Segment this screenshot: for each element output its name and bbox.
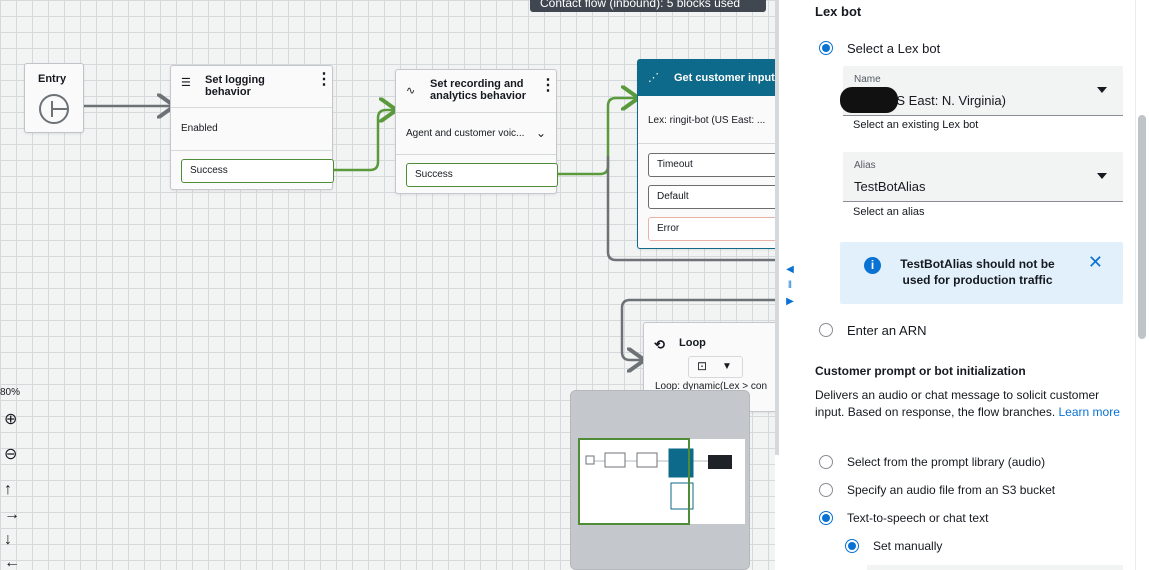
redacted-bot-name — [840, 87, 898, 113]
prompt-text-field[interactable] — [867, 565, 1123, 570]
alias-info-alert: i TestBotAlias should not be used for pr… — [840, 242, 1123, 304]
canvas-navigation-controls: 80% ⊕ ⊖ ↑ → ↓ ← — [0, 385, 30, 570]
scrollbar-thumb[interactable] — [1138, 115, 1146, 339]
logging-success-branch[interactable]: Success — [181, 159, 334, 183]
loop-value: Loop: dynamic(Lex > con — [655, 381, 768, 392]
logging-value: Enabled — [181, 123, 218, 134]
drag-handle-icon[interactable]: ‖ — [787, 280, 793, 291]
alert-message: TestBotAlias should not be used for prod… — [900, 257, 1055, 287]
radio-selected-icon — [819, 511, 833, 525]
set-manually-radio[interactable]: Set manually — [845, 537, 942, 555]
s3-bucket-radio[interactable]: Specify an audio file from an S3 bucket — [819, 481, 1055, 499]
alias-caption: Alias — [854, 160, 876, 171]
waveform-icon: ∿ — [406, 85, 416, 97]
lex-bot-alias-select[interactable]: Alias TestBotAlias — [843, 152, 1123, 202]
lex-bot-alias-helper: Select an alias — [853, 206, 925, 218]
set-logging-behavior-block[interactable]: ☰ Set logging behavior ⋮ Enabled Success — [170, 65, 334, 190]
close-icon[interactable]: ✕ — [1087, 252, 1103, 272]
logging-block-title: Set logging behavior — [205, 74, 265, 98]
set-recording-analytics-block[interactable]: ∿ Set recording and analytics behavior ⋮… — [395, 69, 558, 194]
chevron-down-icon — [1097, 87, 1107, 93]
enter-arn-radio[interactable]: Enter an ARN — [819, 321, 927, 339]
default-branch[interactable]: Default — [648, 185, 775, 209]
splitter-line — [775, 0, 779, 455]
panel-splitter[interactable]: ◀ ‖ ▶ — [775, 0, 805, 570]
pan-down-icon[interactable]: ↓ — [4, 531, 12, 548]
recording-more-menu-icon[interactable]: ⋮ — [540, 77, 556, 94]
learn-more-link[interactable]: Learn more — [1058, 405, 1120, 419]
recording-success-branch[interactable]: Success — [406, 163, 558, 187]
fit-screen-icon: ⊡ — [697, 359, 708, 373]
get-customer-input-header: ⋰ Get customer input — [638, 60, 775, 96]
recording-value: Agent and customer voic... — [406, 128, 525, 139]
wire-recording-to-input — [557, 98, 636, 176]
collapse-left-icon[interactable]: ◀ — [786, 264, 794, 275]
text-to-speech-radio[interactable]: Text-to-speech or chat text — [819, 509, 988, 527]
loop-title: Loop — [679, 337, 706, 349]
block-properties-panel: Lex bot Select a Lex bot Name bot (US Ea… — [805, 0, 1149, 570]
splitter-handle[interactable]: ◀ ‖ ▶ — [783, 262, 797, 312]
select-lex-bot-radio[interactable]: Select a Lex bot — [819, 39, 940, 57]
get-customer-input-block[interactable]: ⋰ Get customer input Lex: ringit-bot (US… — [637, 59, 775, 249]
zoom-out-icon[interactable]: ⊖ — [4, 446, 18, 463]
logging-more-menu-icon[interactable]: ⋮ — [316, 71, 332, 88]
chevron-down-icon — [1097, 173, 1107, 179]
prompt-description: Delivers an audio or chat message to sol… — [815, 388, 1120, 419]
tool-dropdown-caret-icon: ▼ — [722, 361, 732, 372]
error-branch[interactable]: Error — [648, 217, 775, 241]
radio-unselected-icon — [819, 483, 833, 497]
recording-expand-chevron-icon[interactable]: ⌄ — [536, 126, 547, 140]
pan-up-icon[interactable]: ↑ — [4, 481, 12, 498]
block-count-status: Contact flow (inbound): 5 blocks used — [530, 0, 766, 12]
panel-scrollbar[interactable] — [1135, 0, 1149, 570]
logging-icon: ☰ — [181, 77, 191, 89]
info-icon: i — [864, 257, 881, 274]
wire-input-to-loop — [606, 156, 775, 262]
flow-canvas[interactable]: Contact flow (inbound): 5 blocks used En… — [0, 0, 775, 570]
zoom-in-icon[interactable]: ⊕ — [4, 411, 18, 428]
pan-right-icon[interactable]: → — [4, 506, 20, 523]
entry-block[interactable]: Entry — [24, 63, 84, 133]
flow-minimap[interactable] — [570, 390, 750, 570]
customer-input-value: Lex: ringit-bot (US East: ... — [648, 115, 766, 126]
loop-icon: ⟲ — [654, 337, 665, 352]
customer-input-icon: ⋰ — [648, 72, 659, 84]
radio-selected-icon — [845, 539, 859, 553]
lex-bot-section-title: Lex bot — [815, 4, 862, 19]
lex-bot-alias-value: TestBotAlias — [854, 179, 926, 194]
fit-to-screen-tool[interactable]: ⊡ ▼ — [688, 356, 743, 378]
timeout-branch[interactable]: Timeout — [648, 153, 775, 177]
zoom-level: 80% — [0, 387, 21, 398]
prompt-section-title: Customer prompt or bot initialization — [815, 364, 1026, 378]
radio-unselected-icon — [819, 455, 833, 469]
prompt-library-radio[interactable]: Select from the prompt library (audio) — [819, 453, 1045, 471]
name-caption: Name — [854, 74, 881, 85]
entry-start-icon — [39, 94, 69, 124]
pan-left-icon[interactable]: ← — [4, 554, 20, 570]
connection-wires — [62, 0, 775, 570]
recording-block-title: Set recording and analytics behavior — [430, 78, 526, 102]
expand-right-icon[interactable]: ▶ — [786, 296, 794, 307]
wire-logging-to-recording — [333, 110, 394, 172]
wire-loop-back — [620, 298, 775, 360]
minimap-preview — [578, 438, 745, 525]
customer-input-title: Get customer input — [674, 72, 775, 84]
radio-selected-icon — [819, 41, 833, 55]
entry-label: Entry — [38, 73, 67, 85]
radio-unselected-icon — [819, 323, 833, 337]
lex-bot-name-helper: Select an existing Lex bot — [853, 119, 979, 131]
